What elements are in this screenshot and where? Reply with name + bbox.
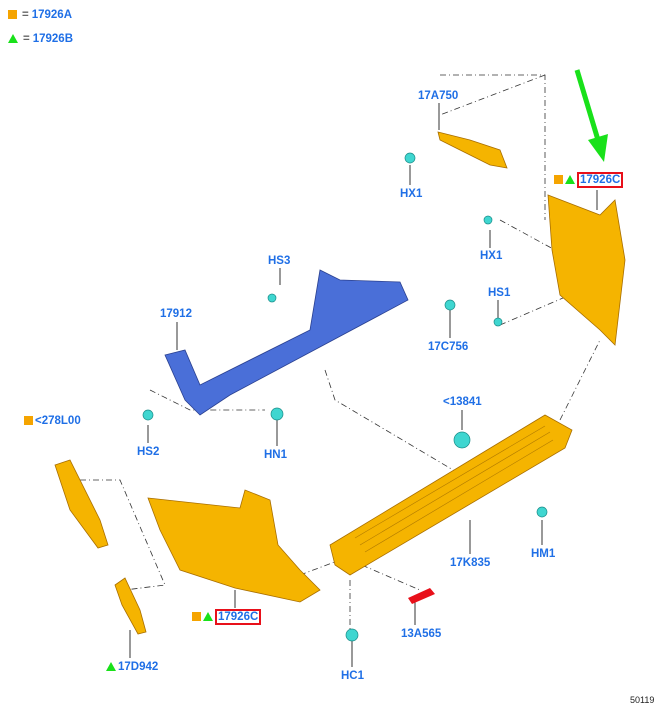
callout-lines: [129, 103, 598, 667]
label-hs1[interactable]: HS1: [488, 287, 511, 299]
crossmember-17912: [164, 269, 409, 416]
square-marker-icon: [554, 175, 563, 184]
label-hn1[interactable]: HN1: [264, 449, 288, 461]
left-bumper-end: [147, 489, 321, 603]
label-hs2[interactable]: HS2: [137, 446, 160, 458]
label-17C756[interactable]: 17C756: [428, 341, 469, 353]
label-17A750[interactable]: 17A750: [418, 90, 459, 102]
triangle-marker-icon: [203, 612, 213, 621]
label-hx1-top[interactable]: HX1: [400, 188, 423, 200]
label-17926C-left[interactable]: 17926C: [192, 609, 262, 625]
label-17K835[interactable]: 17K835: [450, 557, 491, 569]
label-17926C-right[interactable]: 17926C: [554, 172, 624, 188]
trim-278L00: [54, 459, 109, 549]
reflector-13A565: [408, 588, 435, 604]
label-17912[interactable]: 17912: [160, 308, 192, 320]
label-17D942[interactable]: 17D942: [106, 660, 158, 674]
bracket-17A750: [437, 131, 508, 169]
triangle-marker-icon: [8, 34, 18, 43]
legend-item-17926A: =17926A: [8, 8, 72, 22]
legend-item-17926B: =17926B: [8, 32, 73, 46]
step-pad-ribs: [354, 425, 554, 553]
label-hm1[interactable]: HM1: [531, 548, 556, 560]
green-arrow-icon: [574, 69, 608, 162]
label-278L00[interactable]: <278L00: [24, 414, 81, 428]
trim-17D942: [114, 577, 147, 635]
label-13A565[interactable]: 13A565: [401, 628, 442, 640]
reference-number: 50119: [630, 695, 655, 705]
label-hx1-mid[interactable]: HX1: [480, 250, 503, 262]
square-marker-icon: [24, 416, 33, 425]
triangle-marker-icon: [106, 662, 116, 671]
square-marker-icon: [192, 612, 201, 621]
triangle-marker-icon: [565, 175, 575, 184]
fasteners: [142, 152, 548, 642]
leader-lines: [80, 74, 601, 630]
label-hs3[interactable]: HS3: [268, 255, 291, 267]
square-marker-icon: [8, 10, 17, 19]
label-13841[interactable]: <13841: [443, 396, 482, 408]
label-hc1[interactable]: HC1: [341, 670, 365, 682]
right-bumper-end: [547, 194, 626, 346]
